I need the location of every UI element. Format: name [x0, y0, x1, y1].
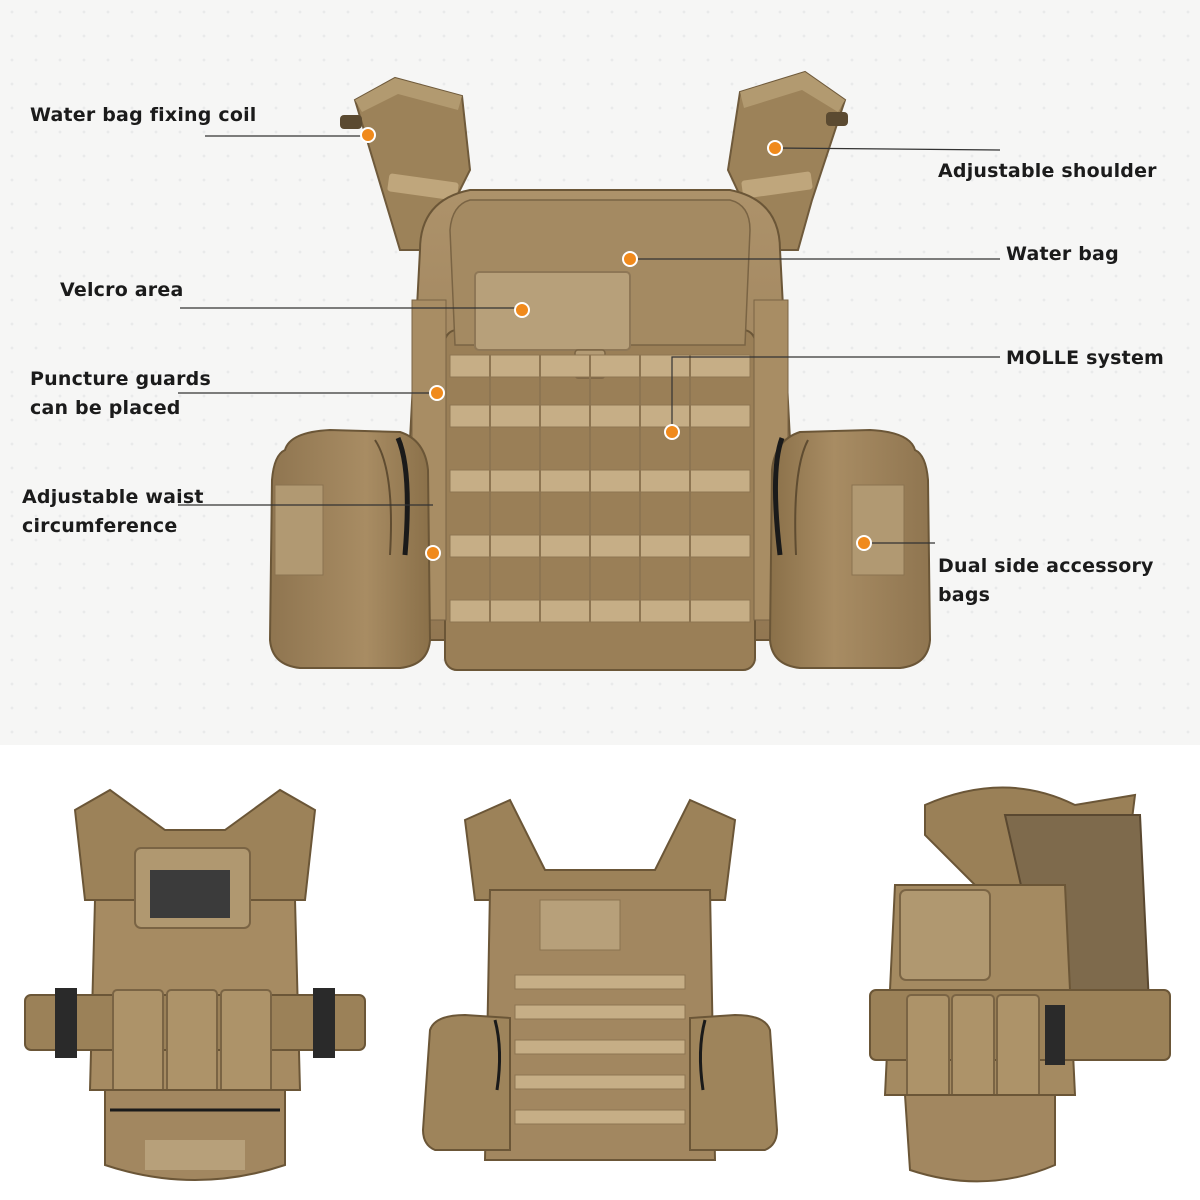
- callout-markers: [360, 127, 872, 561]
- main-vest-photo: [178, 70, 1001, 671]
- vest-photo-left: [24, 788, 366, 1181]
- label-molle-system: MOLLE system: [1006, 347, 1165, 369]
- label-dual-side-accessory-bags: Dual side accessory bags: [938, 555, 1154, 606]
- label-water-bag: Water bag: [1006, 243, 1119, 265]
- callout-leader-lines: [178, 135, 1001, 544]
- label-adjustable-shoulder: Adjustable shoulder: [938, 160, 1157, 182]
- left-accessory-bag: [268, 428, 432, 669]
- vest-photo-right: [869, 786, 1171, 1183]
- label-puncture-guards: Puncture guards can be placed: [30, 368, 211, 419]
- vest-photo-center: [421, 798, 779, 1161]
- label-velcro-area: Velcro area: [60, 279, 184, 301]
- label-water-bag-fixing-coil: Water bag fixing coil: [30, 104, 257, 126]
- molle-stitching: [489, 355, 691, 622]
- label-adjustable-waist: Adjustable waist circumference: [22, 486, 204, 537]
- molle-webbing: [449, 354, 751, 623]
- right-accessory-bag: [768, 428, 932, 669]
